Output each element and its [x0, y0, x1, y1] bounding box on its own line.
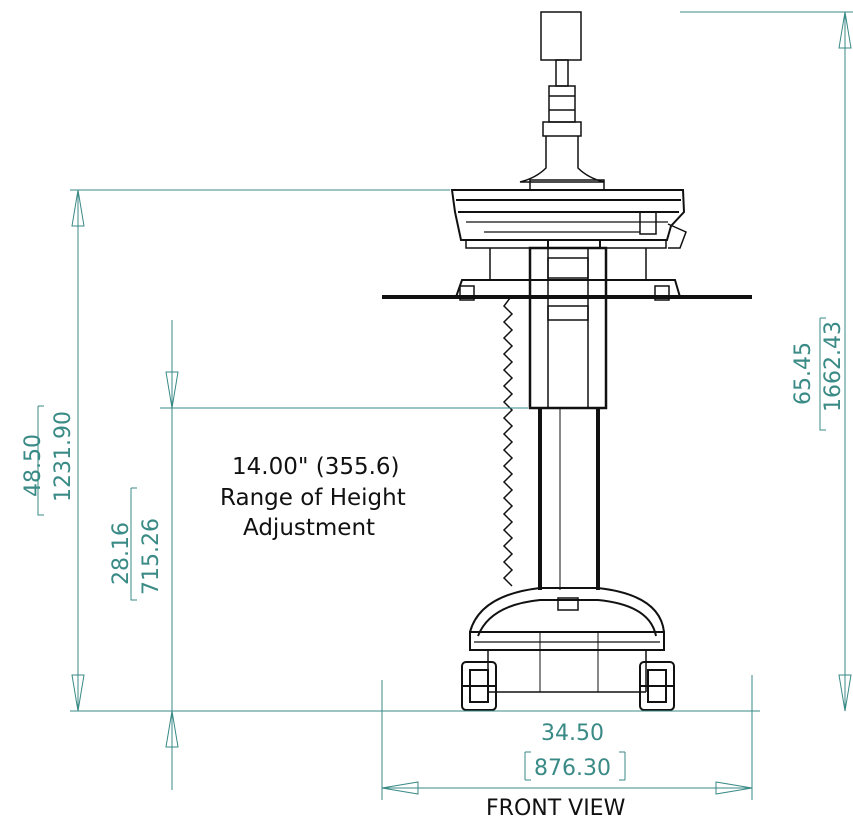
note-line-3: Adjustment [243, 515, 375, 541]
dimension-min-height: 28.16 715.26 [109, 320, 179, 790]
width-inches: 34.50 [541, 721, 604, 746]
surface-height-inches: 48.50 [21, 434, 46, 497]
surface-height-mm: 1231.90 [51, 411, 76, 502]
coiled-cable [502, 297, 514, 587]
overall-height-mm: 1662.43 [821, 321, 846, 412]
monitor-mount [519, 11, 605, 183]
min-height-mm: 715.26 [139, 518, 164, 595]
height-range-note: 14.00" (355.6) Range of Height Adjustmen… [220, 454, 406, 541]
width-mm: 876.30 [534, 756, 611, 781]
view-label: FRONT VIEW [486, 796, 626, 821]
cart-base [469, 587, 665, 693]
overall-height-inches: 65.45 [791, 342, 816, 405]
dimension-overall-height: 65.45 1662.43 [791, 11, 852, 712]
cart-drawing [382, 11, 752, 711]
note-line-1: 14.00" (355.6) [232, 454, 400, 480]
min-height-inches: 28.16 [109, 522, 134, 585]
dimension-width: 34.50 876.30 [381, 721, 753, 795]
work-head [450, 179, 687, 249]
caster-right [639, 661, 675, 711]
extension-lines [70, 11, 853, 800]
tray-platform [382, 248, 752, 301]
note-line-2: Range of Height [220, 485, 406, 511]
dimension-surface-height: 48.50 1231.90 [21, 189, 85, 712]
caster-left [461, 661, 497, 711]
column [528, 246, 608, 590]
